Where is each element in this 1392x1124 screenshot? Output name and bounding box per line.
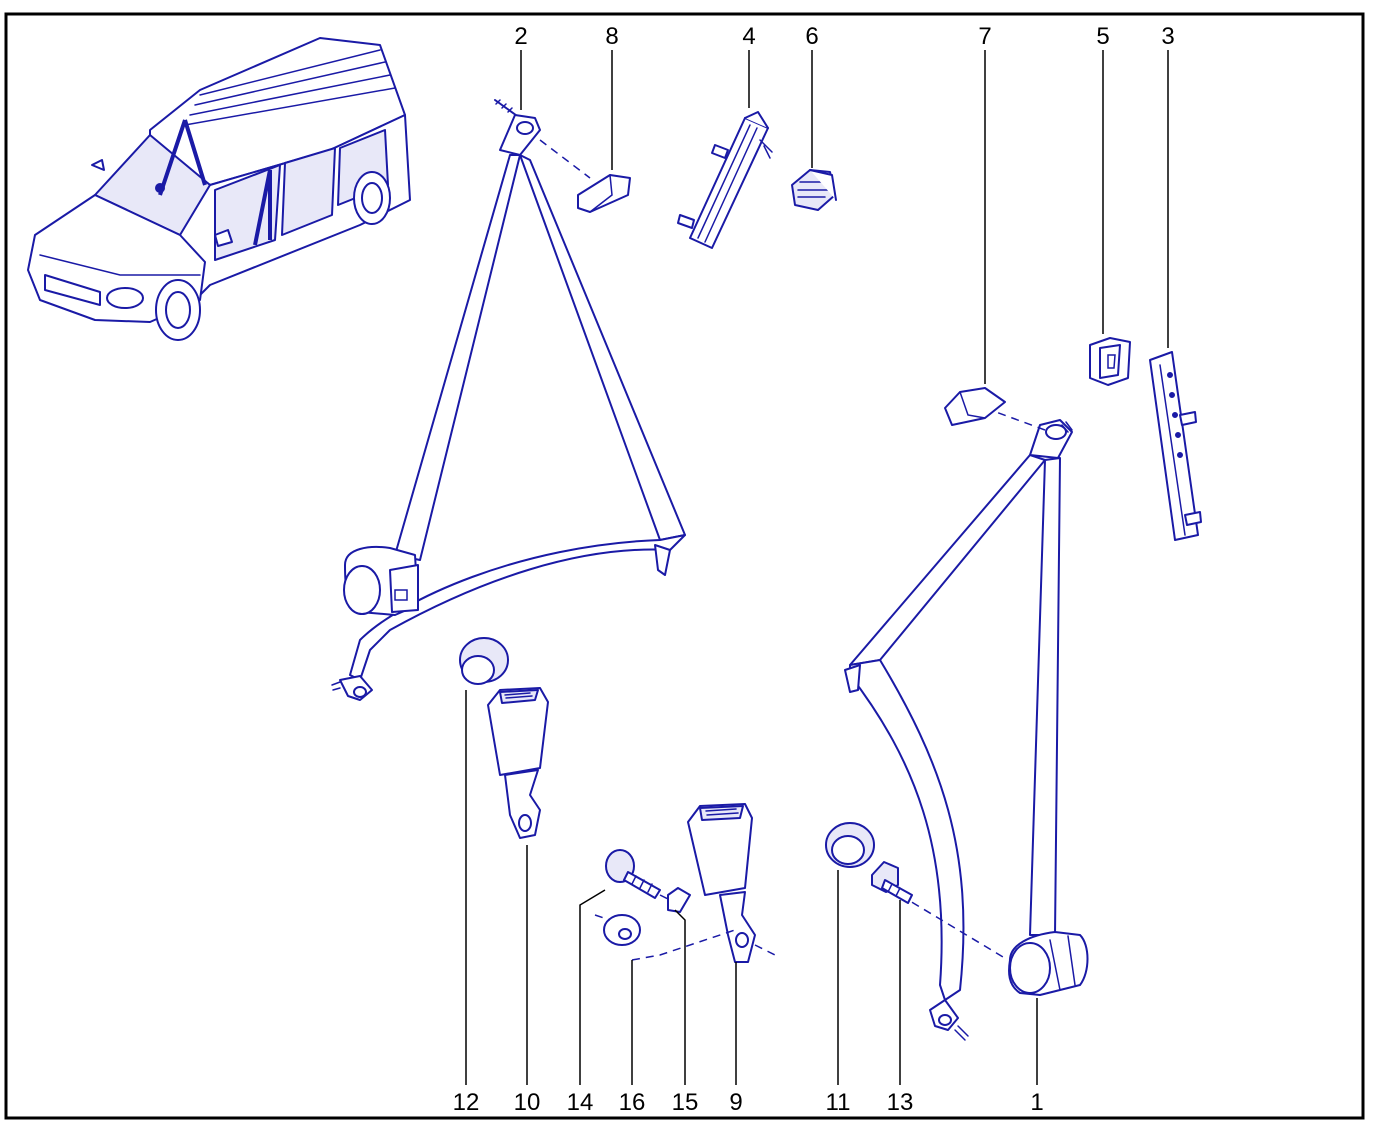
callout-16: 16 (619, 1089, 646, 1116)
buckle-10 (487, 687, 549, 839)
leader-lines (465, 50, 1169, 1085)
slider-cover (1089, 337, 1131, 386)
callout-3: 3 (1161, 23, 1174, 50)
cap-11 (825, 822, 875, 868)
callout-2: 2 (514, 23, 527, 50)
callouts-top: 2 8 4 6 7 5 3 (514, 23, 1174, 50)
adjuster-knob (791, 169, 837, 211)
washer-15 (667, 887, 691, 913)
adjuster-rail (1149, 351, 1202, 541)
callout-11: 11 (826, 1089, 851, 1116)
front-left-seat-belt (331, 99, 686, 701)
front-right-seat-belt (844, 407, 1089, 1041)
height-adjuster (677, 111, 773, 249)
spacer-16 (594, 914, 641, 946)
callout-13: 13 (887, 1089, 914, 1116)
callout-7: 7 (978, 23, 991, 50)
callout-9: 9 (729, 1089, 742, 1116)
callout-1: 1 (1030, 1089, 1043, 1116)
upper-anchor-cover-7 (944, 387, 1006, 426)
upper-anchor-cover-8 (577, 174, 631, 213)
vehicle-illustration (27, 37, 411, 341)
screw-13 (871, 861, 913, 904)
callout-15: 15 (672, 1089, 699, 1116)
callout-8: 8 (605, 23, 618, 50)
callout-6: 6 (805, 23, 818, 50)
callouts-bottom: 12 10 14 16 15 9 11 13 1 (453, 1089, 1044, 1116)
callout-12: 12 (453, 1089, 480, 1116)
bolt-14 (605, 849, 681, 906)
callout-10: 10 (514, 1089, 541, 1116)
buckle-9 (631, 803, 776, 963)
callout-4: 4 (742, 23, 755, 50)
cap-12 (459, 637, 509, 685)
callout-14: 14 (567, 1089, 594, 1116)
callout-5: 5 (1096, 23, 1109, 50)
